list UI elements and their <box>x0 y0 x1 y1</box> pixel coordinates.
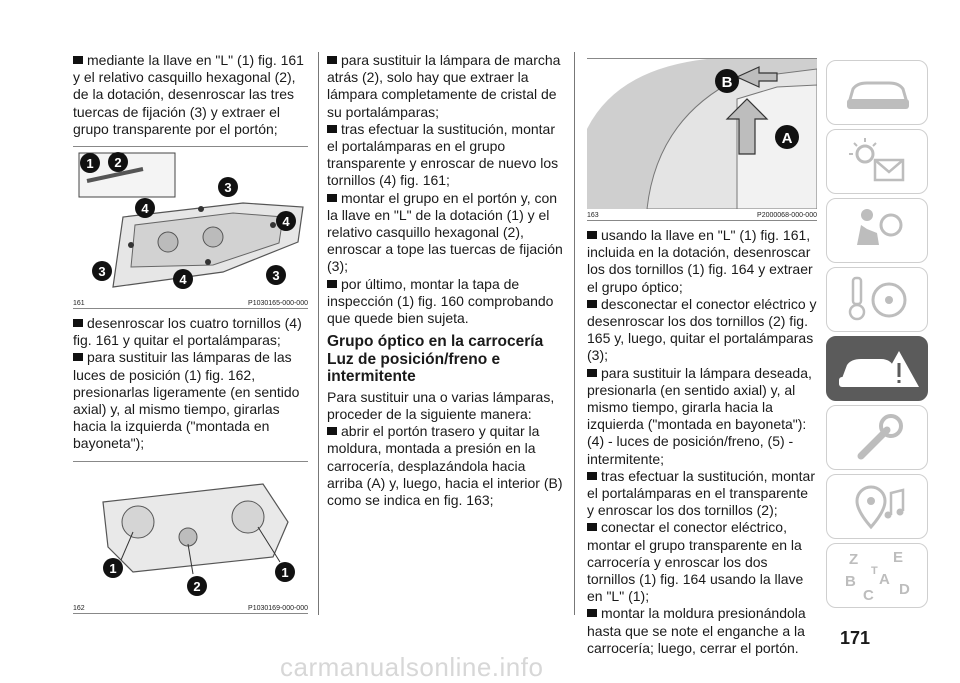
watermark: carmanualsonline.info <box>280 652 544 682</box>
callout-label: 3 <box>272 268 279 283</box>
tab-sun-mail[interactable] <box>826 129 928 194</box>
callout-label: 2 <box>114 155 121 170</box>
callout-label: 3 <box>98 264 105 279</box>
chapter-sidebar: Z E B A C D T <box>826 60 928 612</box>
bullet-icon <box>327 124 337 133</box>
index-letter: E <box>893 549 903 566</box>
gps-music-icon <box>855 485 905 530</box>
index-letter: C <box>863 587 874 604</box>
paragraph: Para sustituir una o varias lámparas, pr… <box>327 388 555 422</box>
paragraph: montar la moldura presionándola hasta qu… <box>587 605 806 656</box>
column-2: para sustituir la lámpara de marcha atrá… <box>327 52 564 509</box>
callout-label: 2 <box>193 579 200 594</box>
paragraph: mediante la llave en "L" (1) fig. 161 y … <box>73 52 304 137</box>
callout-label: 4 <box>179 272 187 287</box>
sun-mail-icon <box>849 138 905 182</box>
callout-label: 3 <box>224 180 231 195</box>
key-steering-icon <box>848 276 907 321</box>
bullet-icon <box>327 279 337 288</box>
index-letter: A <box>879 571 890 588</box>
bullet-icon <box>327 56 337 64</box>
figure-162: 1 1 2 162 P1030169-000-000 <box>73 460 308 614</box>
tab-airbag-seat[interactable] <box>826 198 928 263</box>
tab-key-steering[interactable] <box>826 267 928 332</box>
paragraph: tras efectuar la sustitución, montar el … <box>587 467 815 519</box>
paragraph: por último, montar la tapa de inspección… <box>327 275 554 327</box>
alphabet-index-icon: Z E B A C D T <box>845 549 910 604</box>
callout-label: 1 <box>281 565 288 580</box>
column-3: B A 163 P2000068-000-000 usando la llave… <box>587 58 817 657</box>
column-divider <box>318 52 319 615</box>
paragraph: para sustituir las lámparas de las luces… <box>73 349 300 452</box>
car-warning-icon <box>839 351 919 387</box>
bullet-icon <box>587 471 597 480</box>
callout-label: 1 <box>109 561 116 576</box>
paragraph: usando la llave en "L" (1) fig. 161, inc… <box>587 227 813 295</box>
paragraph: abrir el portón trasero y quitar la mold… <box>327 423 563 508</box>
bullet-icon <box>587 523 597 532</box>
paragraph: para sustituir la lámpara deseada, presi… <box>587 364 812 467</box>
paragraph: conectar el conector eléctrico, montar e… <box>587 519 804 605</box>
bullet-icon <box>587 231 597 239</box>
bullet-icon <box>73 319 83 328</box>
tail-light-illustration: 1 2 3 4 4 3 3 4 <box>78 152 304 290</box>
column-divider <box>574 52 575 615</box>
figure-163: B A 163 P2000068-000-000 <box>587 58 817 221</box>
paragraph: para sustituir la lámpara de marcha atrá… <box>327 52 561 120</box>
bullet-icon <box>327 427 337 436</box>
bullet-icon <box>587 609 597 618</box>
tab-alphabet-index[interactable]: Z E B A C D T <box>826 543 928 608</box>
wrench-icon <box>857 414 903 460</box>
callout-label: 4 <box>141 201 149 216</box>
index-letter: D <box>899 581 910 598</box>
tab-car[interactable] <box>826 60 928 125</box>
paragraph: desconectar el conector eléctrico y dese… <box>587 295 817 364</box>
index-letter: Z <box>849 551 858 568</box>
figure-caption: 161 P1030165-000-000 <box>73 300 308 308</box>
callout-label: B <box>722 74 733 91</box>
bullet-icon <box>327 193 337 202</box>
figure-caption: 163 P2000068-000-000 <box>587 212 817 219</box>
bulb-holder-illustration: 1 1 2 <box>102 483 295 596</box>
callout-label: 4 <box>282 214 290 229</box>
index-letter: B <box>845 573 856 590</box>
figure-caption: 162 P1030169-000-000 <box>73 604 308 612</box>
car-icon <box>847 81 909 109</box>
bullet-icon <box>587 368 597 377</box>
bullet-icon <box>73 56 83 64</box>
callout-label: 1 <box>86 156 93 171</box>
tab-car-warning[interactable] <box>826 336 928 401</box>
figure-161: 1 2 3 4 4 3 3 4 161 P1030165-000-000 <box>73 146 308 310</box>
paragraph: desenroscar los cuatro tornillos (4) fig… <box>73 315 302 349</box>
index-letter: T <box>871 565 878 577</box>
tab-wrench[interactable] <box>826 405 928 470</box>
bullet-icon <box>73 353 83 362</box>
paragraph: montar el grupo en el portón y, con la l… <box>327 189 563 275</box>
page-number: 171 <box>840 628 871 648</box>
bullet-icon <box>587 299 597 308</box>
column-1: mediante la llave en "L" (1) fig. 161 y … <box>73 52 308 620</box>
paragraph: tras efectuar la sustitución, montar el … <box>327 120 559 189</box>
airbag-seat-icon <box>857 209 903 245</box>
tab-gps-music[interactable] <box>826 474 928 539</box>
trim-removal-illustration: B A <box>587 59 817 209</box>
section-heading: Grupo óptico en la carrocería Luz de pos… <box>327 333 544 386</box>
callout-label: A <box>782 130 793 147</box>
